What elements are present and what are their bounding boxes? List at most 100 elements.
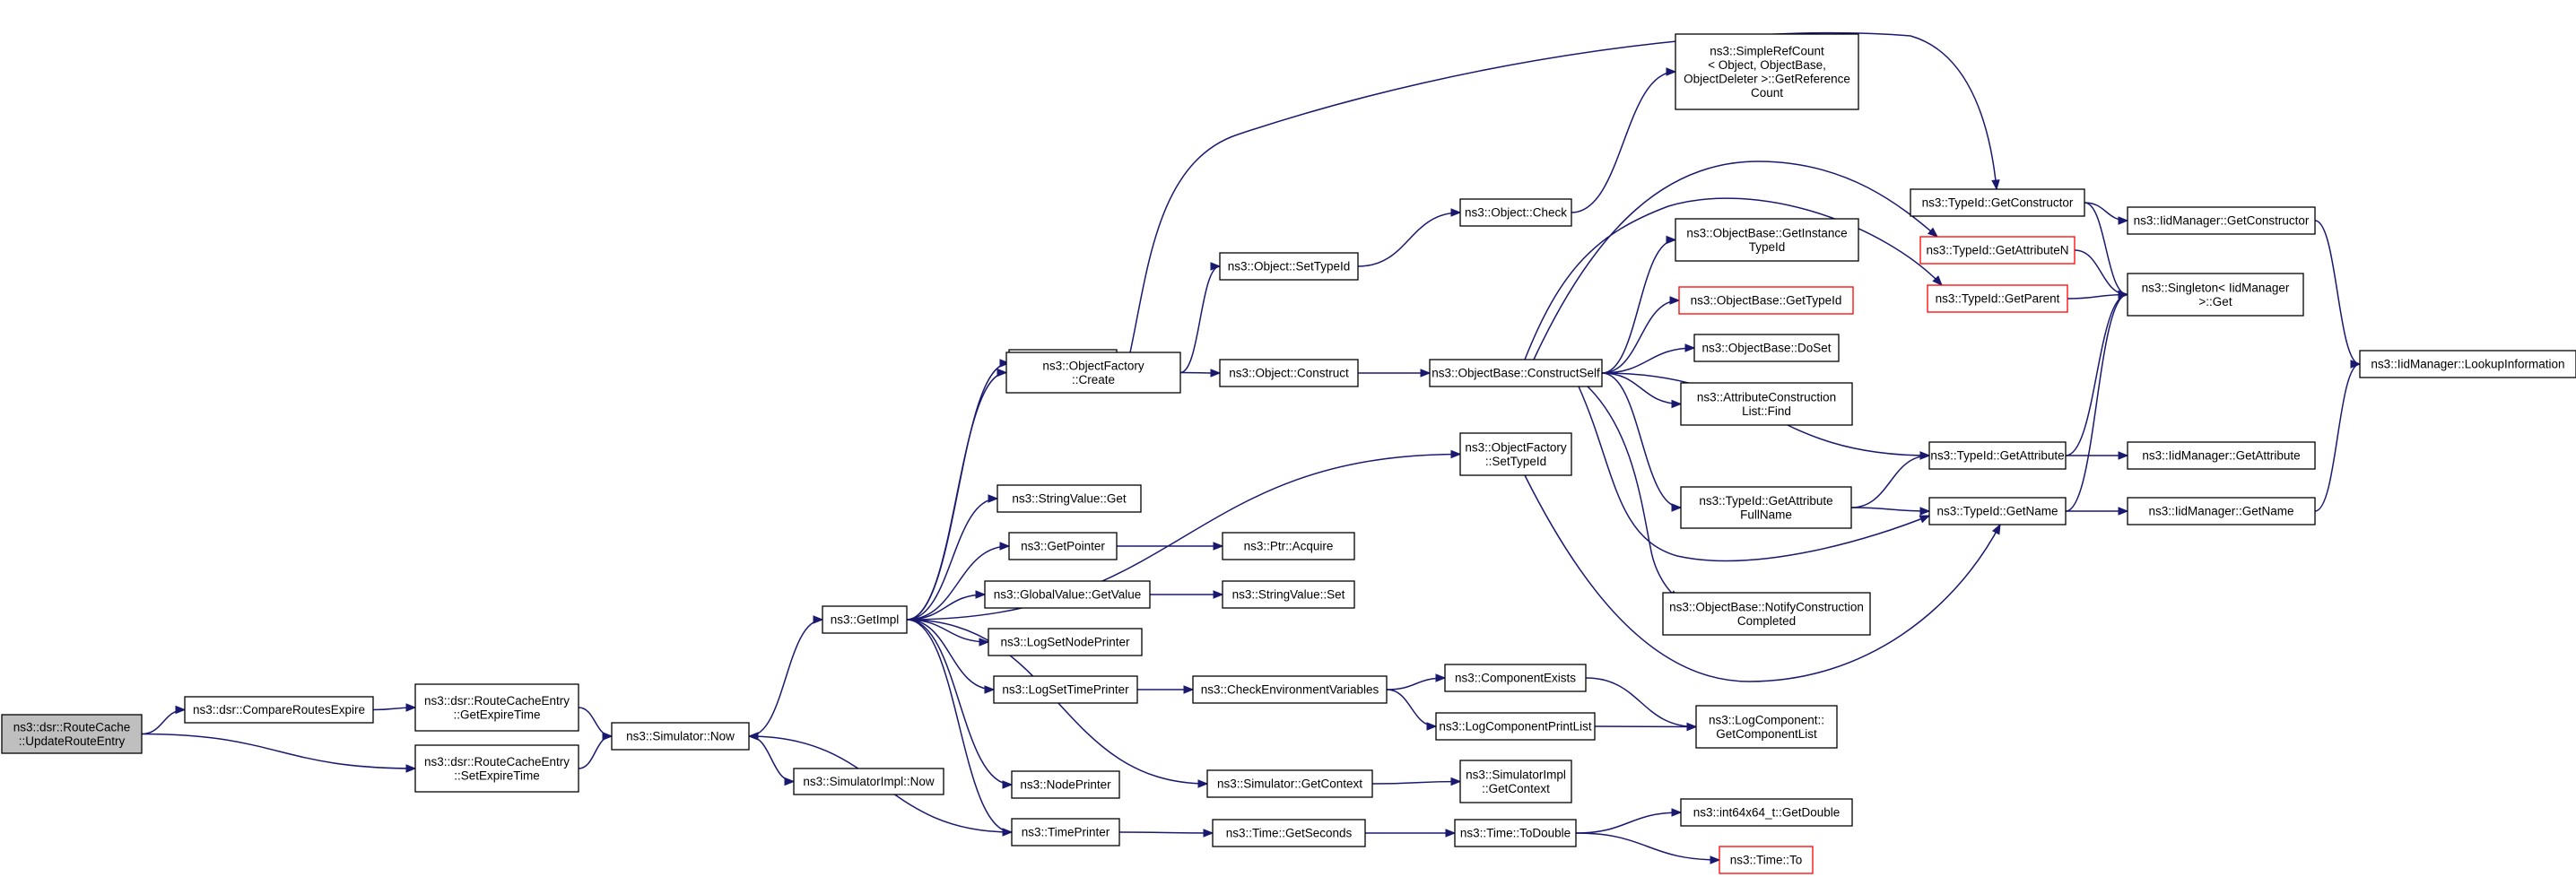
- function-node-box: [822, 605, 908, 634]
- function-node-box: [1693, 334, 1840, 362]
- function-node[interactable]: ns3::SimulatorImpl::Now: [793, 768, 944, 795]
- function-node[interactable]: ns3::IidManager::GetAttribute: [2127, 441, 2316, 470]
- function-node-label: ::SetExpireTime: [454, 768, 540, 782]
- function-node-box: [1219, 359, 1359, 387]
- arrowhead-icon: [1435, 673, 1447, 682]
- call-edge-line: [748, 619, 823, 737]
- function-node[interactable]: ns3::IidManager::GetName: [2127, 497, 2316, 525]
- function-node[interactable]: ns3::Time::GetSeconds: [1212, 819, 1366, 847]
- call-edge-line: [1850, 455, 1930, 508]
- arrowhead-icon: [1002, 780, 1014, 789]
- function-node-label: ns3::GlobalValue::GetValue: [994, 588, 1142, 602]
- function-node-label: < Object, ObjectBase,: [1708, 58, 1826, 72]
- function-node[interactable]: ns3::NodePrinter: [1011, 770, 1120, 799]
- call-edge-n11-n20: [1116, 542, 1224, 551]
- function-node[interactable]: ns3::LogSetTimePrinter: [993, 675, 1138, 704]
- arrowhead-icon: [1450, 449, 1462, 459]
- function-node[interactable]: ns3::Simulator::GetContext: [1206, 769, 1373, 798]
- function-node[interactable]: ns3::int64x64_t::GetDouble: [1680, 798, 1853, 827]
- arrowhead-icon: [175, 705, 187, 715]
- function-node-label: ns3::SimulatorImpl::Now: [803, 775, 935, 788]
- arrowhead-icon: [1932, 275, 1943, 286]
- function-node-box: [1011, 770, 1120, 799]
- function-node[interactable]: ns3::StringValue::Get: [996, 484, 1142, 513]
- function-node[interactable]: ns3::ObjectBase::ConstructSelf: [1429, 359, 1603, 387]
- function-node-label: ns3::LogSetTimePrinter: [1002, 683, 1129, 697]
- function-node[interactable]: ns3::dsr::RouteCacheEntry::SetExpireTime: [414, 744, 579, 793]
- function-node-box: [2359, 350, 2576, 378]
- function-node[interactable]: ns3::Ptr::Acquire: [1222, 532, 1355, 560]
- function-node[interactable]: ns3::GetImpl: [822, 605, 908, 634]
- function-node[interactable]: ns3::IidManager::LookupInformation: [2359, 350, 2576, 378]
- function-node-box: [1459, 432, 1572, 476]
- function-node[interactable]: ns3::TypeId::GetAttributeN: [1919, 236, 2076, 265]
- arrowhead-icon: [405, 764, 417, 773]
- function-node-box: [1910, 188, 2085, 217]
- call-edge-line: [1587, 386, 1680, 600]
- function-node[interactable]: ns3::SimpleRefCount< Object, ObjectBase,…: [1675, 33, 1859, 110]
- function-node[interactable]: ns3::Time::ToDouble: [1454, 819, 1577, 847]
- function-node-label: ::SetTypeId: [1485, 455, 1546, 468]
- function-node[interactable]: ns3::LogComponent::GetComponentList: [1695, 705, 1838, 749]
- function-node[interactable]: ns3::StringValue::Set: [1222, 580, 1355, 609]
- function-node[interactable]: ns3::ObjectBase::GetTypeId: [1678, 286, 1854, 315]
- function-node[interactable]: ns3::TypeId::GetName: [1928, 497, 2067, 525]
- function-node[interactable]: ns3::dsr::RouteCacheEntry::GetExpireTime: [414, 683, 579, 732]
- function-node[interactable]: ns3::TypeId::GetParent: [1927, 284, 2068, 313]
- function-node[interactable]: ns3::Object::SetTypeId: [1219, 252, 1359, 281]
- call-edge-line: [141, 708, 186, 735]
- call-edge-n0-n3: [141, 733, 417, 773]
- function-node[interactable]: ns3::ObjectBase::NotifyConstructionCompl…: [1662, 592, 1871, 636]
- function-node[interactable]: ns3::CheckEnvironmentVariables: [1192, 675, 1388, 704]
- arrowhead-icon: [1919, 507, 1931, 516]
- function-node-box: [1928, 441, 2067, 470]
- function-node[interactable]: ns3::SimulatorImpl::GetContext: [1459, 760, 1572, 803]
- function-node[interactable]: ns3::Time::To: [1719, 846, 1814, 874]
- function-node[interactable]: ns3::LogComponentPrintList: [1435, 712, 1596, 741]
- arrowhead-icon: [1927, 227, 1939, 238]
- function-node[interactable]: ns3::ObjectFactory::Create: [1005, 352, 1181, 394]
- function-node[interactable]: ns3::Object::Check: [1459, 198, 1572, 227]
- function-node-box: [1459, 760, 1572, 803]
- call-edge-line: [1371, 780, 1461, 785]
- function-node-label: ns3::Object::Check: [1465, 206, 1567, 220]
- function-node[interactable]: ns3::GetPointer: [1008, 532, 1118, 560]
- function-node[interactable]: ns3::LogSetNodePrinter: [988, 628, 1143, 656]
- call-edge-n19-n25: [1357, 369, 1432, 378]
- call-edge-n25-n32: [1601, 296, 1681, 374]
- call-edge-n5-n14: [906, 619, 996, 694]
- function-node-box: [1675, 218, 1859, 262]
- arrowhead-icon: [996, 368, 1008, 378]
- call-edge-line: [906, 371, 1007, 621]
- call-edge-line: [1850, 507, 1930, 512]
- call-graph-edges: [141, 31, 2362, 864]
- function-node-label: ns3::TimePrinter: [1022, 826, 1110, 839]
- function-node[interactable]: ns3::dsr::CompareRoutesExpire: [184, 696, 374, 724]
- function-node[interactable]: ns3::dsr::RouteCache::UpdateRouteEntry: [1, 714, 143, 754]
- call-edge-n29-n39: [1575, 832, 1721, 864]
- function-node-box: [988, 628, 1143, 656]
- function-node[interactable]: ns3::GlobalValue::GetValue: [984, 580, 1151, 609]
- function-node[interactable]: ns3::IidManager::GetConstructor: [2127, 206, 2316, 235]
- call-edge-n27-n37: [1594, 722, 1698, 732]
- function-node-label: ns3::IidManager::GetAttribute: [2142, 449, 2300, 463]
- function-node[interactable]: ns3::TypeId::GetAttribute: [1928, 441, 2067, 470]
- function-node[interactable]: ns3::Singleton< IidManager>::Get: [2127, 273, 2304, 317]
- call-edge-n5-n8: [906, 368, 1008, 621]
- function-node-label: ns3::dsr::RouteCacheEntry: [424, 755, 570, 768]
- function-node[interactable]: ns3::ObjectFactory::SetTypeId: [1459, 432, 1572, 476]
- function-node[interactable]: ns3::Object::Construct: [1219, 359, 1359, 387]
- function-node[interactable]: ns3::TimePrinter: [1011, 818, 1120, 847]
- function-node[interactable]: ns3::Simulator::Now: [611, 722, 750, 751]
- function-node[interactable]: ns3::ObjectBase::DoSet: [1693, 334, 1840, 362]
- arrowhead-icon: [1671, 503, 1683, 512]
- function-node[interactable]: ns3::ComponentExists: [1444, 664, 1587, 692]
- arrowhead-icon: [1213, 542, 1224, 551]
- call-edge-line: [141, 733, 416, 769]
- function-node[interactable]: ns3::TypeId::GetConstructor: [1910, 188, 2085, 217]
- call-edge-line: [578, 735, 613, 769]
